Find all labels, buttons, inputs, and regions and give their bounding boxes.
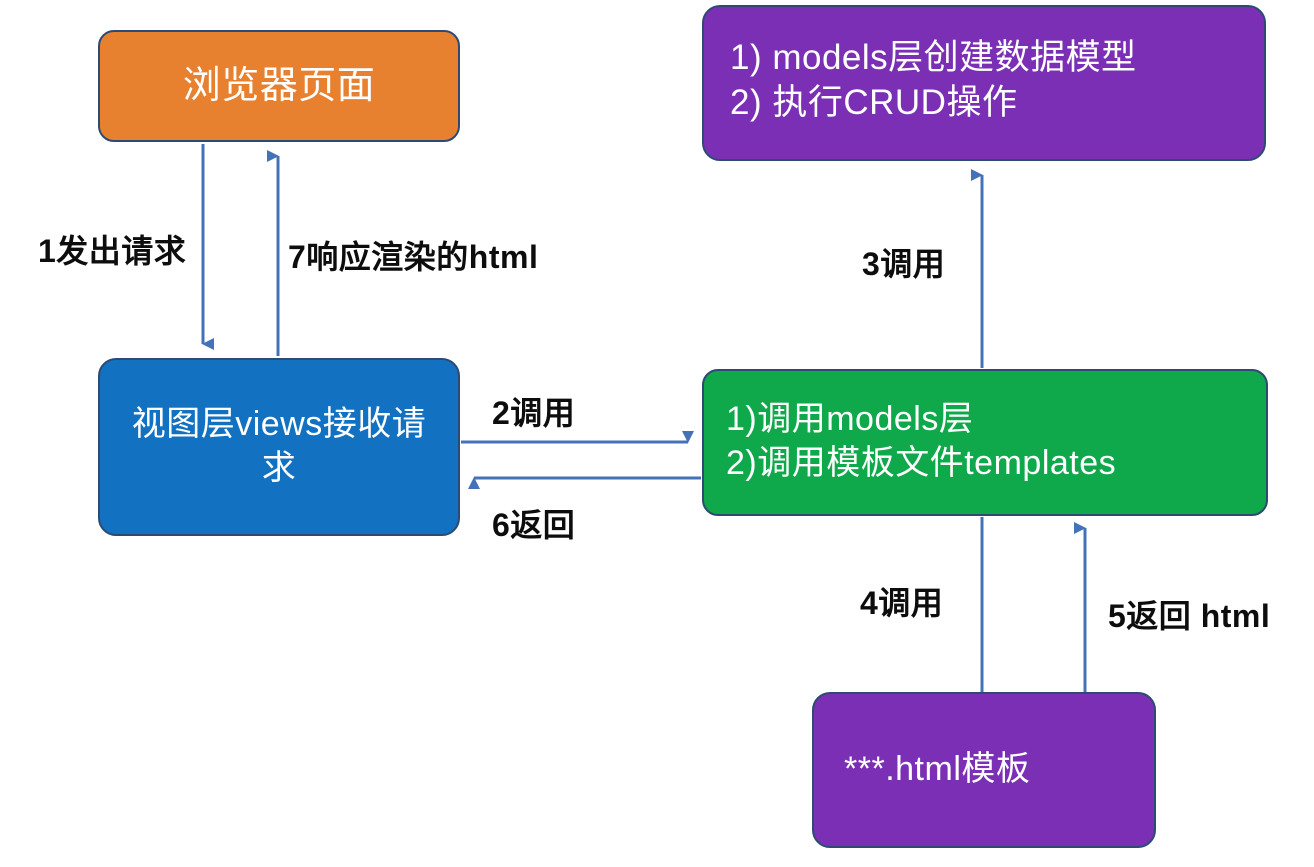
edge-label-4-call: 4调用 bbox=[860, 585, 944, 621]
node-models-layer[interactable]: 1) models层创建数据模型 2) 执行CRUD操作 bbox=[702, 5, 1266, 161]
node-controller-logic[interactable]: 1)调用models层 2)调用模板文件templates bbox=[702, 369, 1268, 516]
node-browser-page[interactable]: 浏览器页面 bbox=[98, 30, 460, 142]
edge-label-3-call: 3调用 bbox=[862, 246, 946, 282]
edge-label-1-send-request: 1发出请求 bbox=[38, 233, 187, 269]
edge-label-5-return-html: 5返回 html bbox=[1108, 598, 1271, 634]
edge-label-6-return: 6返回 bbox=[492, 507, 576, 543]
node-html-template[interactable]: ***.html模板 bbox=[812, 692, 1156, 848]
node-views-layer[interactable]: 视图层views接收请求 bbox=[98, 358, 460, 536]
edge-label-7-response-rendered-html: 7响应渲染的html bbox=[288, 239, 539, 275]
edge-label-2-call: 2调用 bbox=[492, 395, 576, 431]
